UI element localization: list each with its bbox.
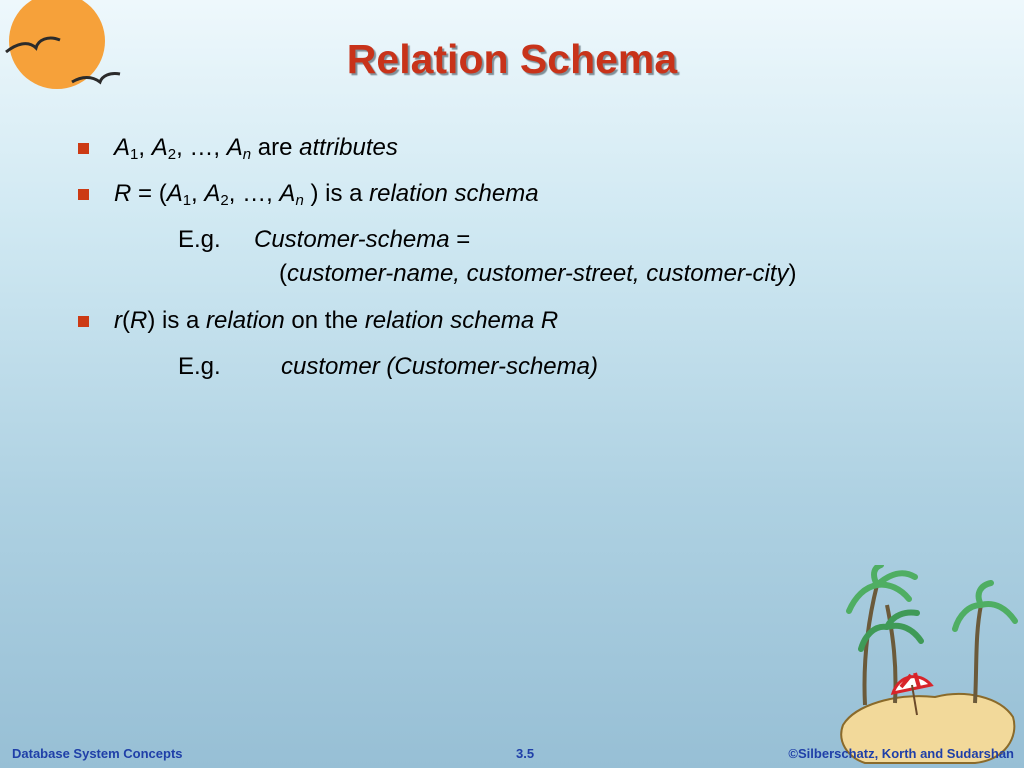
example-customer-relation: customer (Customer-schema) — [281, 353, 598, 380]
example-customer-schema: Customer-schema = — [254, 226, 471, 253]
footer-course: Database System Concepts — [12, 746, 183, 761]
slide-title: Relation Schema — [346, 36, 678, 82]
footer-copyright: ©Silberschatz, Korth and Sudarshan — [788, 746, 1014, 761]
footer-slide-number: 3.5 — [516, 746, 535, 761]
example-customer-attributes: (customer-name, customer-street, custome… — [279, 260, 797, 287]
example-label: E.g. — [178, 353, 221, 380]
bullet-relation-schema: R = (A1, A2, …, An ) is a relation schem… — [114, 180, 539, 209]
bullet-marker — [78, 316, 89, 327]
bullet-relation: r(R) is a relation on the relation schem… — [114, 307, 559, 334]
bullet-attributes: A1, A2, …, An are attributes — [114, 134, 398, 163]
example-label: E.g. — [178, 226, 221, 253]
bullet-marker — [78, 143, 89, 154]
sun-with-birds-icon — [5, 0, 121, 89]
bullet-marker — [78, 189, 89, 200]
palm-island-icon — [840, 565, 1018, 764]
